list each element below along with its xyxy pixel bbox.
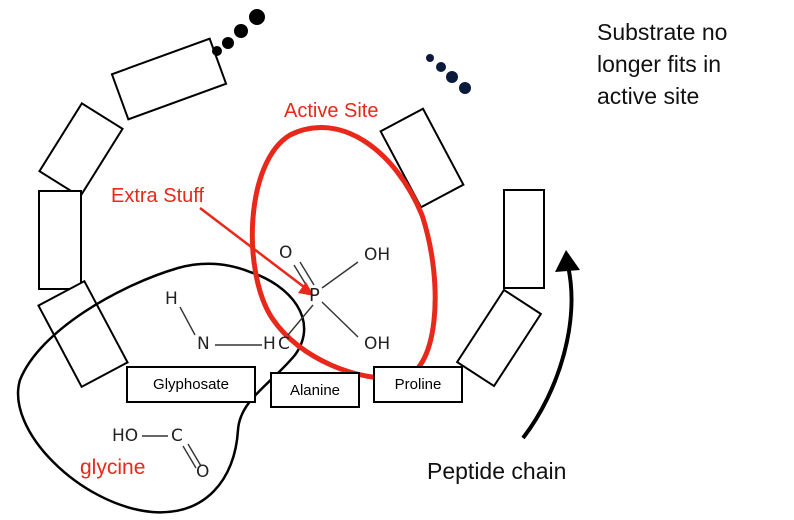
annotation-line: Substrate no — [597, 19, 728, 45]
extra-stuff-label: Extra Stuff — [111, 185, 205, 207]
annotation-text: Substrate no longer fits in active site — [597, 16, 727, 112]
chain-dots-left — [212, 9, 265, 56]
annotation-line: active site — [597, 83, 700, 109]
atom-hydrogen: H — [165, 289, 178, 309]
chain-segment — [110, 37, 228, 121]
atom-hydroxyl: OH — [364, 245, 391, 265]
residue-proline: Proline — [373, 366, 463, 403]
chain-segment — [455, 288, 543, 388]
chain-segment — [379, 107, 465, 209]
chain-dots-right — [426, 54, 471, 94]
peptide-chain-left — [37, 37, 228, 389]
peptide-chain-right — [379, 107, 545, 388]
annotation-line: longer fits in — [597, 51, 722, 77]
glycine-outline — [16, 262, 306, 514]
atom-oxygen: O — [279, 243, 293, 263]
chain-segment — [38, 101, 124, 199]
chain-segment — [38, 190, 82, 290]
chain-segment — [503, 189, 545, 289]
active-site-label: Active Site — [284, 100, 379, 122]
extra-stuff-arrow — [199, 207, 314, 296]
atom-carbon: C — [171, 426, 183, 446]
atom-nitrogen: N — [197, 334, 210, 354]
atom-phosphorus: P — [309, 285, 320, 306]
atom-hydroxyl: OH — [364, 334, 391, 354]
atom-hydrogen: H — [263, 334, 276, 354]
peptide-chain-label: Peptide chain — [427, 458, 567, 484]
atom-carbon: C — [278, 334, 290, 354]
atom-hydroxyl: HO — [112, 426, 139, 446]
residue-glyphosate: Glyphosate — [126, 366, 256, 403]
chain-segment — [37, 279, 129, 389]
glycine-label: glycine — [80, 456, 146, 479]
peptide-chain-arrow — [521, 250, 580, 440]
atom-oxygen: O — [196, 462, 210, 482]
residue-alanine: Alanine — [270, 372, 360, 408]
